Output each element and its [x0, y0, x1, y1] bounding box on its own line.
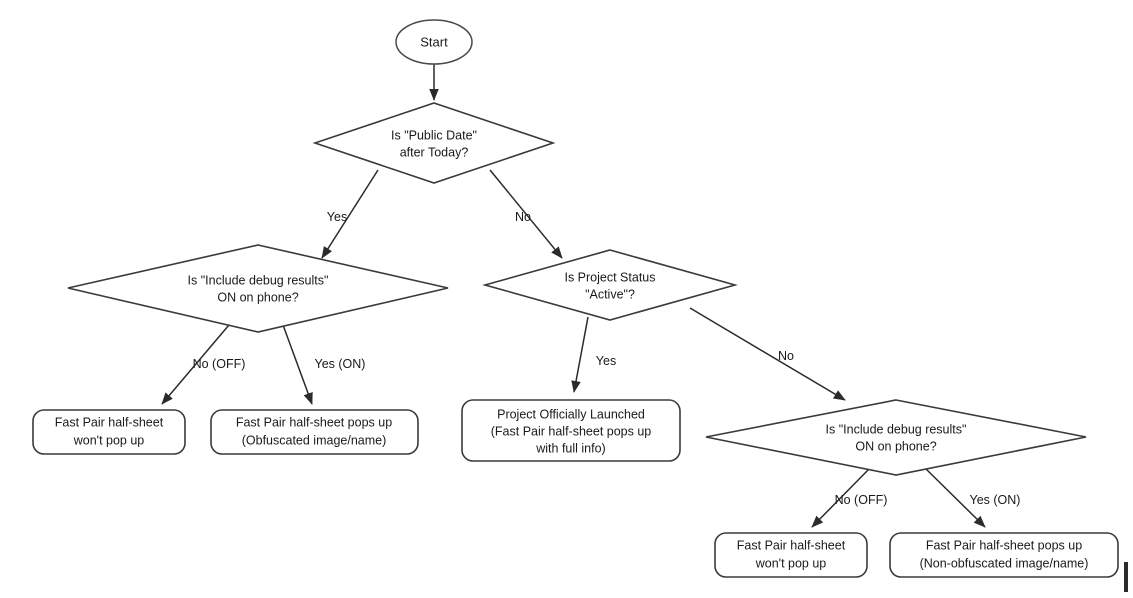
edge-public-date-no: No — [489, 169, 563, 259]
node-no-popup-right-line-1: won't pop up — [755, 556, 827, 570]
node-start[interactable]: Start — [395, 19, 473, 65]
node-debug-left-line-1: ON on phone? — [217, 290, 298, 304]
edge-project-status-yes: Yes — [571, 316, 616, 393]
node-non-obfuscated-popup-line-0: Fast Pair half-sheet pops up — [926, 538, 1082, 552]
node-officially-launched[interactable]: Project Officially Launched (Fast Pair h… — [461, 399, 681, 462]
node-no-popup-right[interactable]: Fast Pair half-sheet won't pop up — [714, 532, 868, 578]
node-non-obfuscated-popup-line-1: (Non-obfuscated image/name) — [920, 556, 1089, 570]
page-edge-artifact — [1124, 562, 1128, 592]
edge-label-project-status-no: No — [778, 349, 794, 363]
edge-debug-right-on: Yes (ON) — [924, 467, 1021, 528]
edge-debug-left-off: No (OFF) — [161, 324, 246, 405]
edge-debug-left-on: Yes (ON) — [282, 324, 366, 405]
edge-label-debug-right-off: No (OFF) — [835, 493, 888, 507]
edge-label-debug-left-on: Yes (ON) — [315, 357, 366, 371]
node-no-popup-left-line-0: Fast Pair half-sheet — [55, 415, 164, 429]
edge-label-debug-right-on: Yes (ON) — [970, 493, 1021, 507]
node-obfuscated-popup-line-0: Fast Pair half-sheet pops up — [236, 415, 392, 429]
node-obfuscated-popup-line-1: (Obfuscated image/name) — [242, 433, 387, 447]
node-project-status-line-1: "Active"? — [585, 287, 635, 301]
node-start-line-0: Start — [420, 34, 448, 49]
node-debug-left-decision[interactable]: Is "Include debug results" ON on phone? — [67, 244, 449, 333]
node-debug-right-line-0: Is "Include debug results" — [826, 422, 967, 436]
node-officially-launched-line-2: with full info) — [535, 441, 605, 455]
edge-label-project-status-yes: Yes — [596, 354, 616, 368]
edge-label-public-date-yes: Yes — [327, 210, 347, 224]
node-public-date-line-1: after Today? — [400, 145, 469, 159]
node-debug-left-line-0: Is "Include debug results" — [188, 273, 329, 287]
node-debug-right-line-1: ON on phone? — [855, 439, 936, 453]
edge-label-public-date-no: No — [515, 210, 531, 224]
node-no-popup-left-line-1: won't pop up — [73, 433, 145, 447]
edge-public-date-yes: Yes — [321, 169, 379, 259]
node-project-status-decision[interactable]: Is Project Status "Active"? — [482, 249, 738, 321]
node-public-date-decision[interactable]: Is "Public Date" after Today? — [312, 102, 556, 184]
node-officially-launched-line-0: Project Officially Launched — [497, 407, 645, 421]
node-public-date-line-0: Is "Public Date" — [391, 128, 477, 142]
edge-label-debug-left-off: No (OFF) — [193, 357, 246, 371]
node-no-popup-left[interactable]: Fast Pair half-sheet won't pop up — [32, 409, 186, 455]
edge-project-status-no: No — [689, 307, 846, 401]
node-obfuscated-popup[interactable]: Fast Pair half-sheet pops up (Obfuscated… — [210, 409, 419, 455]
edge-debug-right-off: No (OFF) — [811, 467, 888, 528]
node-non-obfuscated-popup[interactable]: Fast Pair half-sheet pops up (Non-obfusc… — [889, 532, 1119, 578]
node-debug-right-decision[interactable]: Is "Include debug results" ON on phone? — [705, 399, 1087, 476]
node-no-popup-right-line-0: Fast Pair half-sheet — [737, 538, 846, 552]
node-officially-launched-line-1: (Fast Pair half-sheet pops up — [491, 424, 652, 438]
node-project-status-line-0: Is Project Status — [564, 270, 655, 284]
